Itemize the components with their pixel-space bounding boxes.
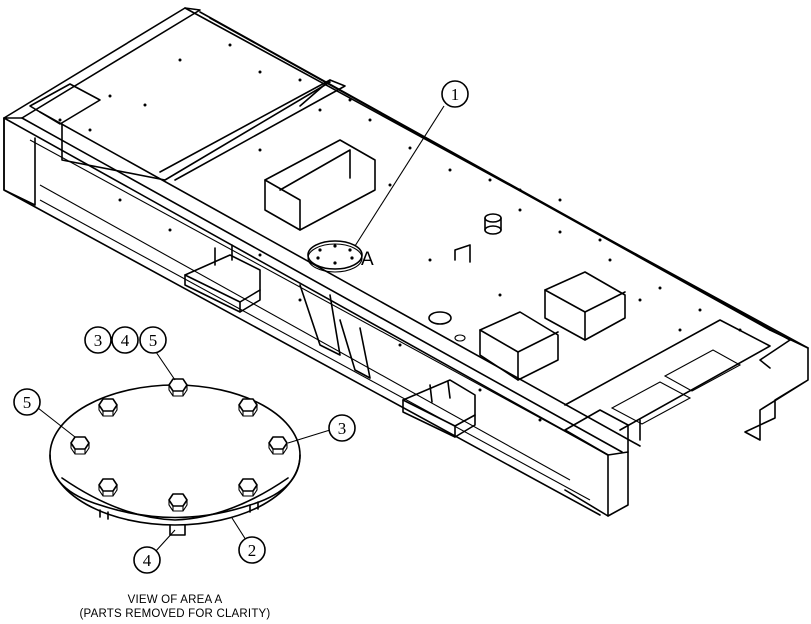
callout-2: 2 xyxy=(231,517,266,564)
frame-hole xyxy=(428,258,432,262)
callout-3-top: 3 xyxy=(84,326,112,354)
svg-text:2: 2 xyxy=(248,541,257,560)
svg-text:3: 3 xyxy=(94,331,103,350)
frame-outline xyxy=(3,7,809,517)
detail-bolt-stubs xyxy=(99,501,259,536)
frame-hole xyxy=(58,118,62,122)
frame-hole xyxy=(698,308,702,312)
callout-3-right: 3 xyxy=(287,414,356,444)
frame-holes xyxy=(58,43,742,422)
frame-hole xyxy=(388,183,392,187)
frame-hole xyxy=(518,188,522,192)
frame-hole xyxy=(228,43,232,47)
cover-plate-area-a xyxy=(307,240,363,273)
hex-bolt xyxy=(168,378,188,397)
view-caption-line1: VIEW OF AREA A xyxy=(128,594,223,606)
callout-5-left: 5 xyxy=(13,388,76,438)
frame-hole xyxy=(298,78,302,82)
hex-bolt xyxy=(98,398,118,417)
floor-fittings xyxy=(428,213,502,342)
detail-bolts xyxy=(70,378,288,512)
area-a-label: A xyxy=(361,249,374,270)
view-caption-line2: (PARTS REMOVED FOR CLARITY) xyxy=(80,608,271,620)
hex-bolt xyxy=(238,478,258,497)
frame-hole xyxy=(658,286,662,290)
frame-hole xyxy=(488,178,492,182)
callout-5-top: 5 xyxy=(139,326,176,381)
channel-bracket-front xyxy=(479,311,559,381)
svg-text:5: 5 xyxy=(23,393,32,412)
svg-text:1: 1 xyxy=(451,85,460,104)
frame-hole xyxy=(558,230,562,234)
mount-bracket-right xyxy=(402,379,476,438)
channel-bracket-rear xyxy=(264,139,376,231)
callout-4-bottom: 4 xyxy=(133,529,176,574)
frame-hole xyxy=(298,298,302,302)
frame-hole xyxy=(143,103,147,107)
channel-bracket-mid xyxy=(544,271,626,341)
hex-bolt xyxy=(268,436,288,455)
frame-hole xyxy=(118,198,122,202)
frame-hole xyxy=(558,198,562,202)
svg-text:4: 4 xyxy=(143,551,152,570)
frame-hole xyxy=(518,208,522,212)
svg-text:3: 3 xyxy=(338,419,347,438)
frame-hole xyxy=(258,253,262,257)
frame-hole xyxy=(538,418,542,422)
frame-hole xyxy=(498,293,502,297)
svg-text:5: 5 xyxy=(149,331,158,350)
callout-4-top: 4 xyxy=(111,326,139,354)
hex-bolt xyxy=(168,493,188,512)
frame-hole xyxy=(678,328,682,332)
center-support xyxy=(299,284,371,379)
frame-hole xyxy=(108,94,112,98)
frame-hole xyxy=(318,108,322,112)
frame-hole xyxy=(608,258,612,262)
frame-hole xyxy=(258,148,262,152)
hex-bolt xyxy=(238,398,258,417)
frame-hole xyxy=(448,168,452,172)
hex-bolt xyxy=(98,478,118,497)
frame-hole xyxy=(178,58,182,62)
frame-hole xyxy=(88,128,92,132)
frame-hole xyxy=(168,228,172,232)
mount-bracket-left xyxy=(184,244,261,313)
frame-hole xyxy=(738,328,742,332)
callout-1: 1 xyxy=(354,80,469,247)
frame-hole xyxy=(398,343,402,347)
frame-hole xyxy=(258,70,262,74)
frame-hole xyxy=(598,238,602,242)
frame-hole xyxy=(638,298,642,302)
frame-hole xyxy=(348,98,352,102)
frame-hole xyxy=(408,146,412,150)
svg-text:4: 4 xyxy=(121,331,130,350)
frame-hole xyxy=(478,388,482,392)
frame-hole xyxy=(368,118,372,122)
